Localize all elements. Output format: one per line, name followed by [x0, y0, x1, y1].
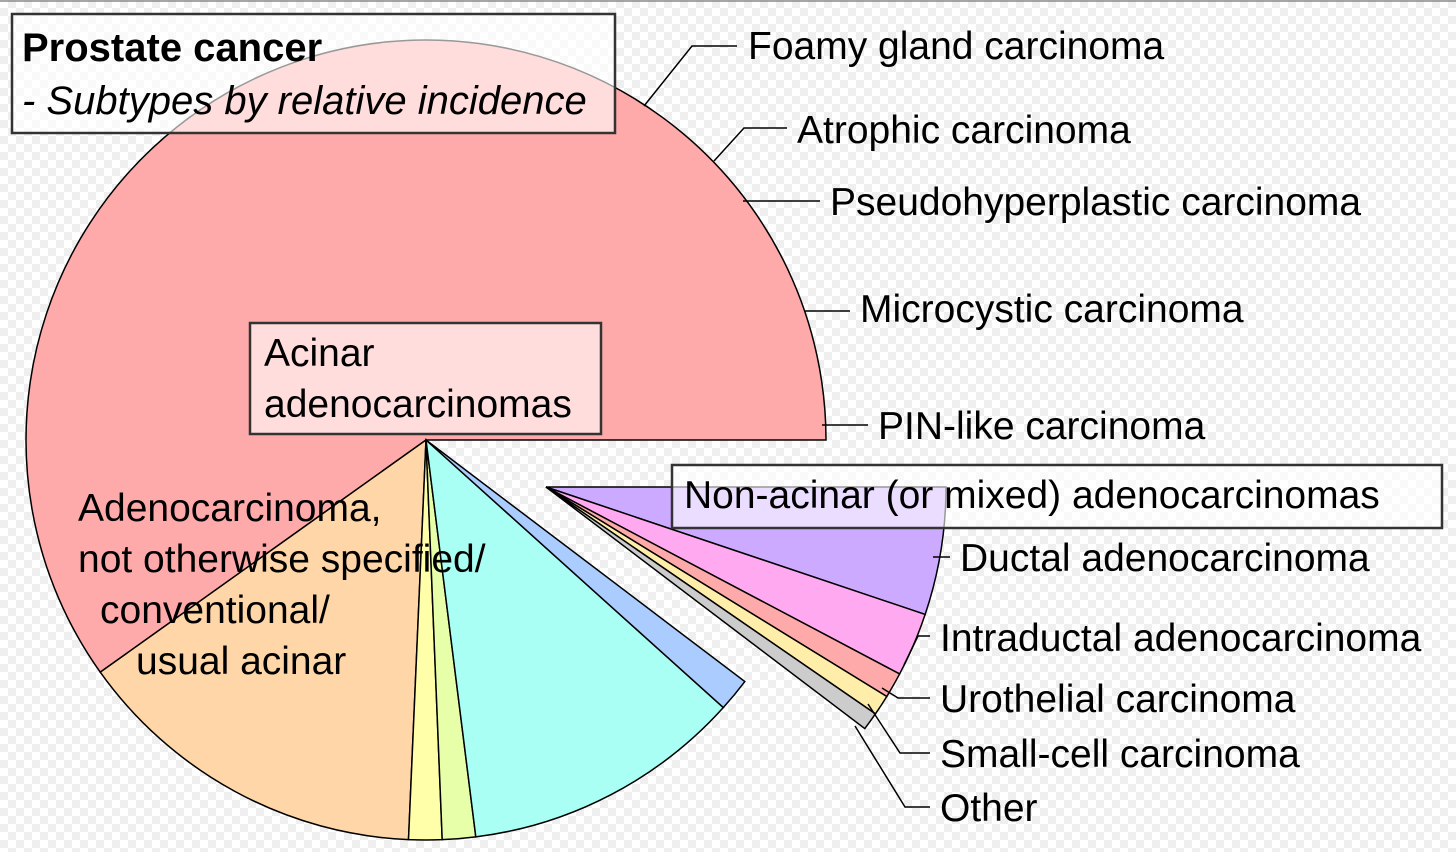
main-slice-label-line: usual acinar [136, 640, 346, 683]
main-slice-label-line: conventional/ [100, 589, 330, 632]
leader-foamy-gland-carcinoma [643, 45, 737, 107]
title-box: Prostate cancer - Subtypes by relative i… [10, 12, 617, 135]
group-label-acinar-line-2: adenocarcinomas [264, 383, 572, 426]
pie-slice-other [545, 486, 877, 730]
pie-slice-microcystic-carcinoma [425, 438, 725, 838]
pie-slices [25, 39, 947, 841]
main-slice-label-line: Adenocarcinoma, [78, 487, 382, 530]
leader-lines [643, 45, 950, 808]
group-label-acinar: Acinar adenocarcinomas [248, 321, 603, 436]
pie-slice-pin-like-carcinoma [425, 439, 746, 709]
slice-label-small-cell-carcinoma: Small-cell carcinoma [940, 733, 1300, 776]
slice-label-urothelial-carcinoma: Urothelial carcinoma [940, 678, 1296, 721]
group-label-non-acinar: Non-acinar (or mixed) adenocarcinomas [670, 463, 1444, 530]
group-frame-non-acinar [670, 463, 1444, 530]
main-slice-label: Adenocarcinoma, not otherwise specified/c… [78, 487, 486, 683]
slice-label-foamy-gland-carcinoma: Foamy gland carcinoma [748, 25, 1164, 68]
pie-slice-foamy-gland-carcinoma [99, 438, 427, 841]
group-label-acinar-line-1: Acinar [264, 332, 375, 375]
slice-label-intraductal-adenocarcinoma: Intraductal adenocarcinoma [940, 617, 1422, 660]
title-frame [10, 12, 617, 135]
leader-urothelial-carcinoma [881, 687, 930, 699]
slice-label-ductal-adenocarcinoma: Ductal adenocarcinoma [960, 537, 1370, 580]
slice-label-microcystic-carcinoma: Microcystic carcinoma [860, 288, 1244, 331]
slice-label-atrophic-carcinoma: Atrophic carcinoma [797, 109, 1131, 152]
leader-other [854, 725, 930, 808]
chart-subtitle: - Subtypes by relative incidence [22, 79, 587, 123]
slice-label-pin-like-carcinoma: PIN-like carcinoma [878, 405, 1206, 448]
main-slice-label-line: not otherwise specified/ [78, 538, 486, 581]
leader-small-cell-carcinoma [867, 703, 930, 754]
leader-intraductal-adenocarcinoma [903, 635, 930, 666]
group-label-non-acinar-text: Non-acinar (or mixed) adenocarcinomas [684, 474, 1380, 517]
group-frame-acinar [248, 321, 603, 436]
slice-label-other: Other [940, 787, 1038, 830]
chart-title: Prostate cancer [22, 26, 322, 70]
slice-label-pseudohyperplastic-carcinoma: Pseudohyperplastic carcinoma [830, 181, 1361, 224]
leader-atrophic-carcinoma [713, 127, 787, 162]
